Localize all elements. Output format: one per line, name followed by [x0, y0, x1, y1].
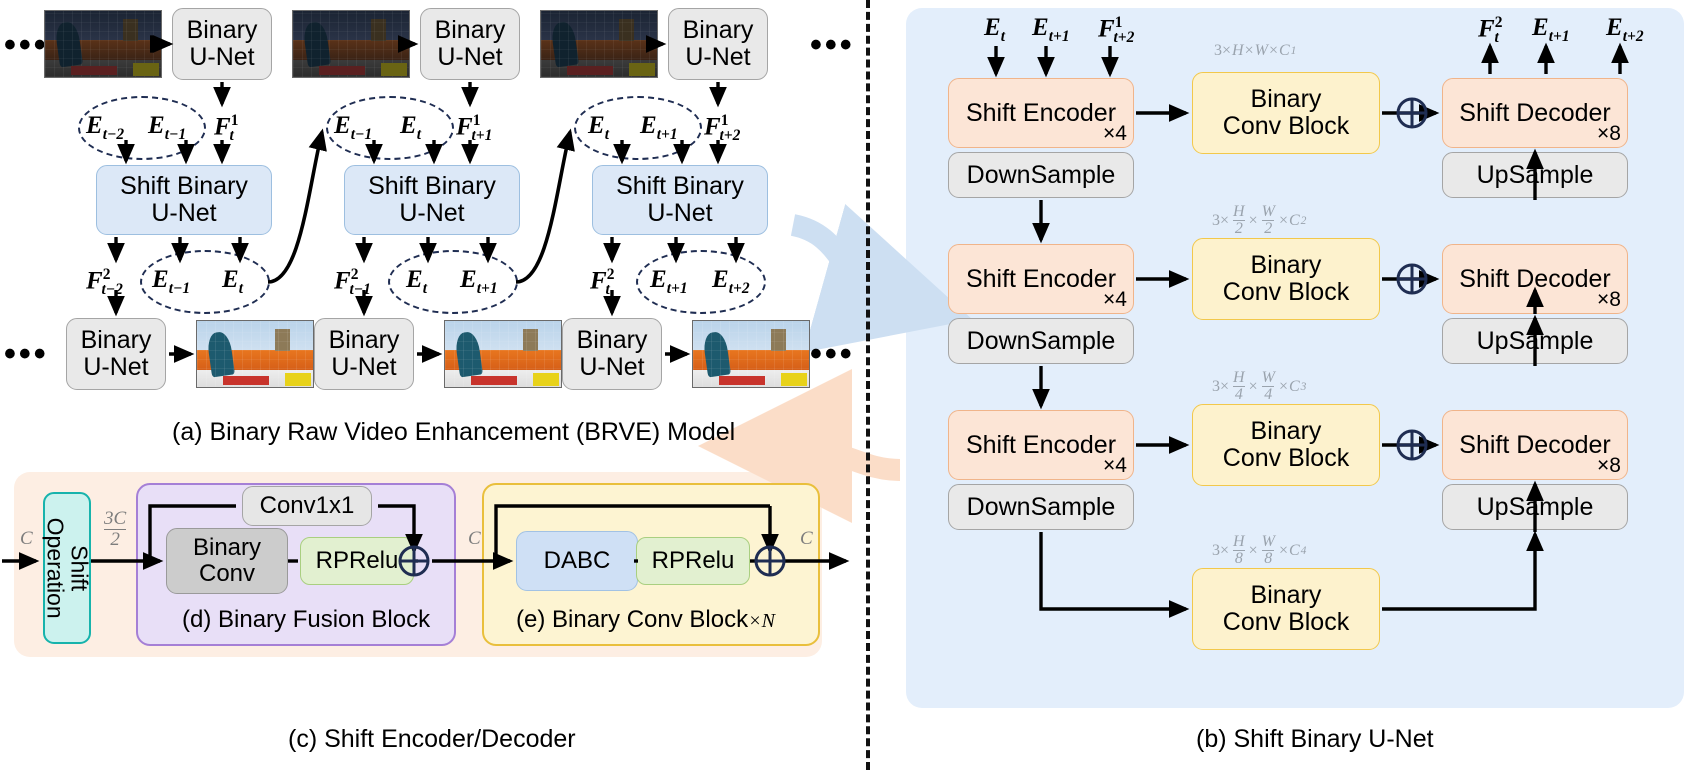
caption-b: (b) Shift Binary U-Net [1196, 725, 1434, 753]
shift-decoder-mult: ×8 [1597, 288, 1621, 312]
ellipsis-top-left: ••• [4, 26, 49, 64]
shift-encoder-mult: ×4 [1103, 288, 1127, 312]
downsample-2[interactable]: DownSample [948, 318, 1134, 364]
input-thumbnail [540, 10, 658, 78]
ellipsis-bottom-left: ••• [4, 335, 49, 373]
shift-encoder-1[interactable]: Shift Encoder ×4 [948, 78, 1134, 148]
event-group-ellipse [326, 96, 454, 160]
var-F1-t1: F1t+1 [456, 112, 493, 145]
caption-d: (d) Binary Fusion Block [182, 606, 431, 633]
conv1x1-box[interactable]: Conv1x1 [242, 486, 372, 526]
output-thumbnail [444, 320, 562, 388]
input-thumbnail [292, 10, 410, 78]
input-thumbnail [44, 10, 162, 78]
shift-encoder-label: Shift Encoder [965, 98, 1117, 127]
caption-e-mult: ×N [748, 610, 775, 632]
var-E-t1-c3: Et+1 [640, 112, 678, 143]
dabc-box[interactable]: DABC [516, 531, 638, 591]
panel-b-output-E-t1: Et+1 [1532, 14, 1570, 45]
shift-encoder-3[interactable]: Shift Encoder ×4 [948, 410, 1134, 480]
var-E-t1-out3: Et+1 [650, 266, 688, 297]
output-thumbnail [196, 320, 314, 388]
var-F1-t2: F1t+2 [704, 112, 741, 145]
rprelu-box-e[interactable]: RPRelu [636, 537, 750, 585]
upsample-3[interactable]: UpSample [1442, 484, 1628, 530]
var-E-t-1: Et−1 [148, 112, 187, 143]
downsample-3[interactable]: DownSample [948, 484, 1134, 530]
binary-conv-block-2[interactable]: Binary Conv Block [1192, 238, 1380, 320]
binary-unet-bottom-2[interactable]: Binary U-Net [314, 318, 414, 390]
caption-e: (e) Binary Conv Block×N [516, 606, 775, 634]
shift-decoder-mult: ×8 [1597, 454, 1621, 478]
var-E-t-c3: Et [588, 112, 609, 143]
panel-b-output-F2-t: F2t [1478, 14, 1503, 47]
var-E-t1-out2: Et+1 [460, 266, 498, 297]
shift-binary-unet-3[interactable]: Shift Binary U-Net [592, 165, 768, 235]
channel-label-out: C [800, 528, 813, 549]
channel-label-shift-out: 3C 2 [104, 508, 127, 550]
shift-decoder-label: Shift Decoder [1459, 430, 1611, 459]
var-F2-t-1: F2t−1 [334, 266, 371, 299]
binary-unet-bottom-3[interactable]: Binary U-Net [562, 318, 662, 390]
shift-encoder-label: Shift Encoder [965, 430, 1117, 459]
panel-b-output-E-t2: Et+2 [1606, 14, 1644, 45]
binary-conv-block-1[interactable]: Binary Conv Block [1192, 72, 1380, 154]
var-E-t-1b: Et−1 [334, 112, 373, 143]
ellipsis-bottom-right: ••• [810, 335, 855, 373]
shift-encoder-mult: ×4 [1103, 454, 1127, 478]
upsample-1[interactable]: UpSample [1442, 152, 1628, 198]
shift-encoder-2[interactable]: Shift Encoder ×4 [948, 244, 1134, 314]
shift-decoder-1[interactable]: Shift Decoder ×8 [1442, 78, 1628, 148]
shift-operation-box[interactable]: Shift Operation [42, 492, 93, 644]
panel-divider [866, 0, 870, 770]
caption-c: (c) Shift Encoder/Decoder [288, 725, 576, 753]
var-E-t-1-out: Et−1 [152, 266, 191, 297]
panel-b-input-E-t1: Et+1 [1032, 14, 1070, 45]
ellipsis-top-right: ••• [810, 26, 855, 64]
var-E-t-out2: Et [406, 266, 427, 297]
shift-binary-unet-1[interactable]: Shift Binary U-Net [96, 165, 272, 235]
var-F2-t-out3: F2t [590, 266, 615, 299]
shift-decoder-3[interactable]: Shift Decoder ×8 [1442, 410, 1628, 480]
shift-decoder-mult: ×8 [1597, 122, 1621, 146]
output-thumbnail [692, 320, 810, 388]
binary-unet-bottom-1[interactable]: Binary U-Net [66, 318, 166, 390]
event-group-ellipse [78, 96, 206, 160]
shift-decoder-label: Shift Decoder [1459, 98, 1611, 127]
channel-label-mid: C [468, 528, 481, 549]
var-E-t: Et [400, 112, 421, 143]
panel-b-input-E-t: Et [984, 14, 1005, 45]
event-group-ellipse [574, 96, 702, 160]
shift-encoder-label: Shift Encoder [965, 264, 1117, 293]
binary-unet-top-1[interactable]: Binary U-Net [172, 8, 272, 80]
shift-binary-unet-2[interactable]: Shift Binary U-Net [344, 165, 520, 235]
panel-b-input-F1-t2: F1t+2 [1098, 14, 1135, 47]
shift-decoder-2[interactable]: Shift Decoder ×8 [1442, 244, 1628, 314]
var-E-t2-out3: Et+2 [712, 266, 750, 297]
var-F1-t: F1t [214, 112, 239, 145]
shift-operation-label: Shift Operation [42, 517, 93, 619]
caption-a: (a) Binary Raw Video Enhancement (BRVE) … [172, 418, 736, 446]
binary-unet-top-2[interactable]: Binary U-Net [420, 8, 520, 80]
binary-conv-block-3[interactable]: Binary Conv Block [1192, 404, 1380, 486]
binary-conv-box[interactable]: Binary Conv [166, 528, 288, 594]
shift-decoder-label: Shift Decoder [1459, 264, 1611, 293]
event-group-ellipse [636, 250, 766, 314]
upsample-2[interactable]: UpSample [1442, 318, 1628, 364]
shift-encoder-mult: ×4 [1103, 122, 1127, 146]
binary-unet-top-3[interactable]: Binary U-Net [668, 8, 768, 80]
caption-e-text: (e) Binary Conv Block [516, 606, 749, 633]
downsample-1[interactable]: DownSample [948, 152, 1134, 198]
var-E-t-2: Et−2 [86, 112, 125, 143]
rprelu-box-d[interactable]: RPRelu [300, 537, 414, 585]
var-F2-t-2: F2t−2 [86, 266, 123, 299]
binary-conv-block-bottleneck[interactable]: Binary Conv Block [1192, 568, 1380, 650]
var-E-t-out: Et [222, 266, 243, 297]
channel-label-in: C [20, 528, 33, 549]
